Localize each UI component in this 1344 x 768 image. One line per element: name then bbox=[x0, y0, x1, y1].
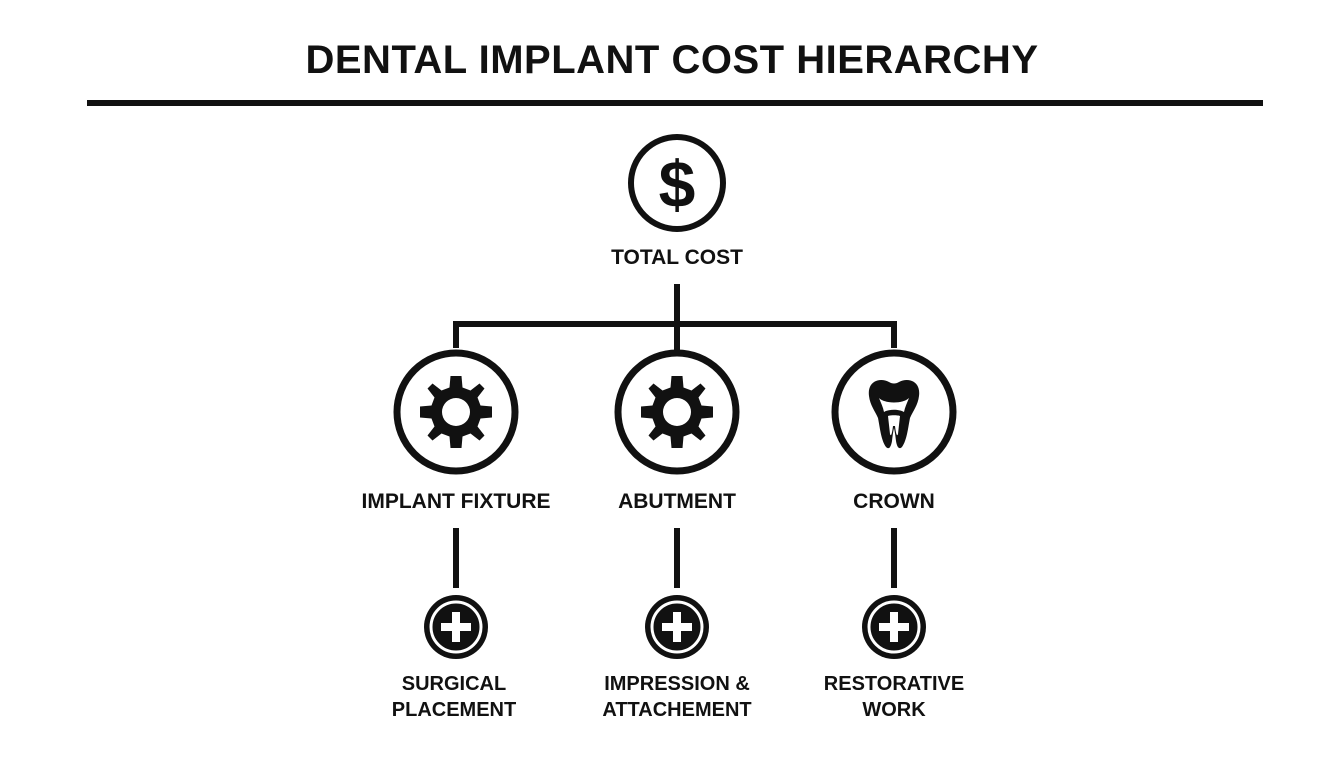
connector-lines bbox=[453, 284, 897, 588]
diagram-title: DENTAL IMPLANT COST HIERARCHY bbox=[305, 38, 1039, 82]
root-node: $ bbox=[628, 134, 726, 232]
title-divider bbox=[87, 100, 1263, 106]
sub-node-impression-attachement bbox=[645, 595, 709, 659]
sub-label-restorative-work: RESTORATIVE WORK bbox=[794, 671, 994, 723]
sub-label-line2: WORK bbox=[862, 699, 926, 721]
sub-label-impression-attachement: IMPRESSION & ATTACHEMENT bbox=[577, 671, 777, 723]
node-implant-fixture bbox=[393, 349, 519, 475]
sub-label-line2: ATTACHEMENT bbox=[602, 699, 752, 721]
sub-label-line1: IMPRESSION & bbox=[604, 673, 750, 695]
component-label-implant-fixture: IMPLANT FIXTURE bbox=[361, 490, 551, 513]
dollar-icon: $ bbox=[659, 147, 696, 221]
plus-icon bbox=[441, 612, 471, 642]
sub-label-line1: RESTORATIVE bbox=[823, 673, 965, 695]
component-label-crown: CROWN bbox=[853, 490, 935, 513]
connector-branch-bar bbox=[453, 321, 897, 348]
sub-label-surgical-placement: SURGICAL PLACEMENT bbox=[354, 671, 554, 723]
sub-node-surgical-placement bbox=[424, 595, 488, 659]
plus-icon bbox=[662, 612, 692, 642]
root-label: TOTAL COST bbox=[611, 246, 743, 269]
node-abutment bbox=[614, 349, 740, 475]
component-label-abutment: ABUTMENT bbox=[618, 490, 736, 513]
sub-label-line1: SURGICAL bbox=[401, 673, 507, 695]
node-crown bbox=[831, 349, 957, 475]
sub-node-restorative-work bbox=[862, 595, 926, 659]
tooth-icon bbox=[868, 379, 920, 449]
plus-icon bbox=[879, 612, 909, 642]
sub-label-line2: PLACEMENT bbox=[391, 699, 517, 721]
